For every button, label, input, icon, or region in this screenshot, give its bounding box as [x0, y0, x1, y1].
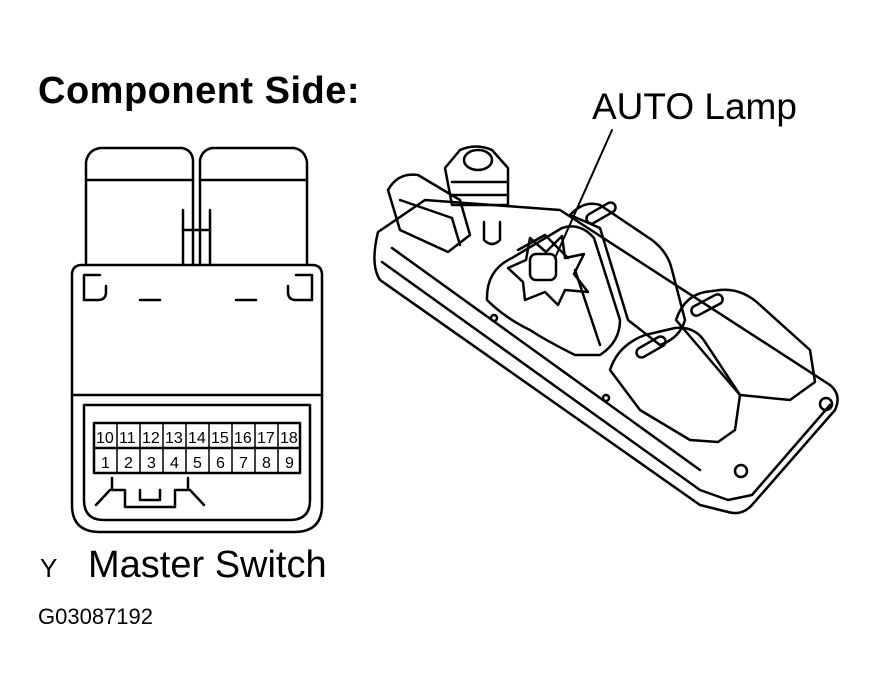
diagram-letter-label: Y [40, 553, 58, 583]
pin-label: 7 [239, 455, 248, 472]
pin-label: 4 [170, 455, 179, 472]
pin-label: 14 [188, 430, 206, 447]
component-name-caption: Master Switch [88, 544, 327, 586]
pin-label: 10 [96, 430, 114, 447]
pin-label: 9 [285, 455, 294, 472]
connector-view [70, 146, 324, 534]
pin-label: 2 [124, 455, 133, 472]
pin-label: 6 [216, 455, 225, 472]
auto-lamp-label: AUTO Lamp [592, 86, 797, 127]
figure-code: G03087192 [38, 604, 153, 629]
pin-label: 15 [211, 430, 229, 447]
pin-number-grid: 10 11 12 13 14 15 16 17 18 1 2 3 4 5 6 7… [96, 430, 298, 472]
pin-label: 13 [165, 430, 183, 447]
pin-label: 18 [280, 430, 298, 447]
pin-label: 5 [193, 455, 202, 472]
master-switch-illustration [373, 129, 839, 515]
pin-label: 8 [262, 455, 271, 472]
pin-label: 16 [234, 430, 252, 447]
pin-label: 17 [257, 430, 275, 447]
pin-label: 1 [101, 455, 110, 472]
figure-title: Component Side: [38, 70, 361, 112]
pin-label: 3 [147, 455, 156, 472]
pin-label: 11 [119, 430, 136, 447]
pin-label: 12 [142, 430, 160, 447]
